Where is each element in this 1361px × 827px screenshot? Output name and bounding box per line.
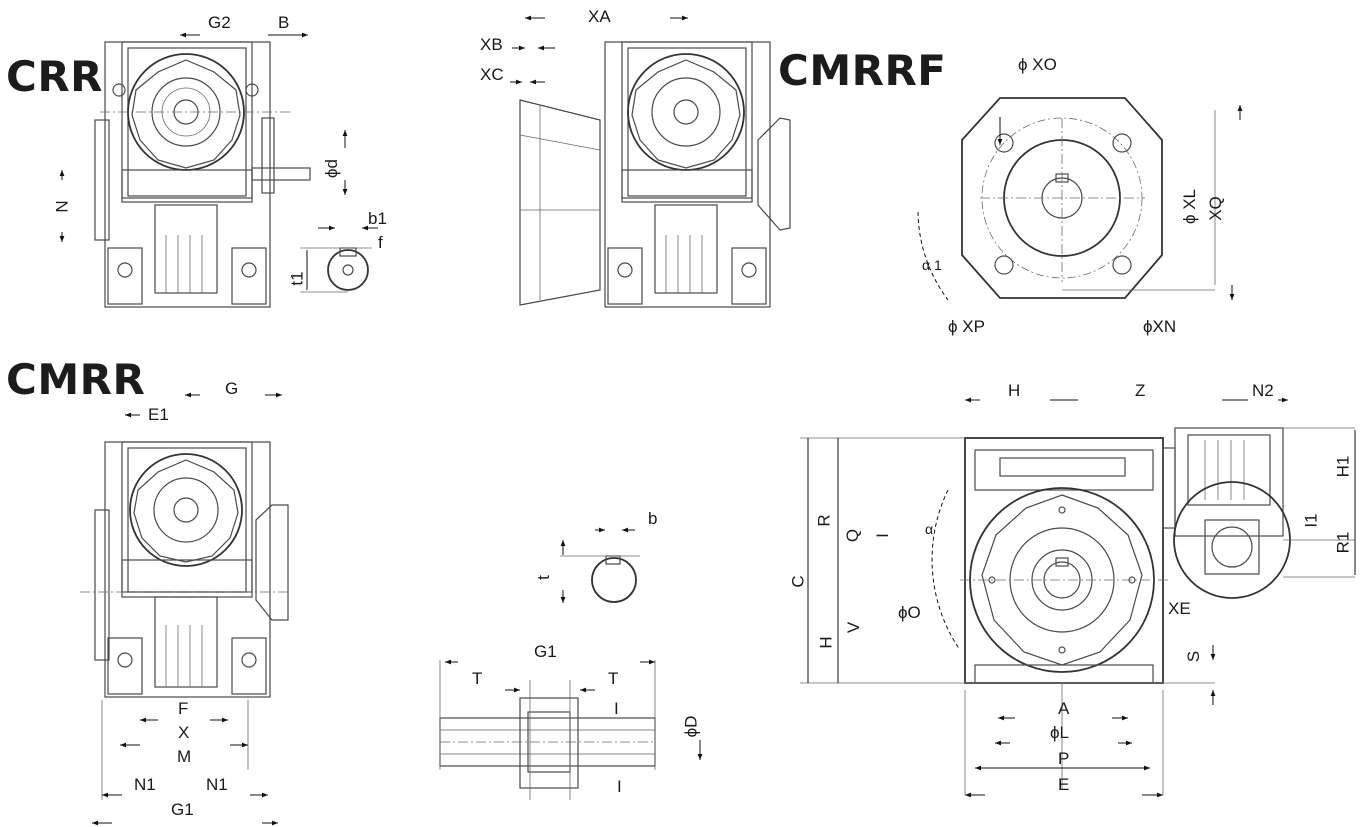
- label-g1-shaft: G1: [534, 642, 557, 661]
- label-a: A: [1058, 699, 1070, 718]
- label-x: X: [178, 723, 190, 742]
- label-b1: b1: [368, 209, 387, 228]
- label-h1: H1: [1333, 455, 1353, 478]
- label-v: V: [844, 621, 864, 634]
- label-xa: XA: [588, 7, 611, 26]
- label-phi-o: ϕO: [898, 603, 921, 622]
- label-s: S: [1184, 650, 1204, 663]
- label-t-right: T: [608, 669, 619, 688]
- label-h-left: H: [816, 636, 836, 649]
- title-crr: CRR: [6, 52, 104, 101]
- label-n: N: [52, 200, 72, 213]
- label-i1: I1: [1301, 513, 1321, 528]
- label-phi-d: ϕd: [321, 159, 341, 178]
- label-f: F: [178, 699, 189, 718]
- label-f: f: [378, 233, 383, 252]
- label-phi-xp: ϕ XP: [948, 317, 985, 336]
- label-phi-d-cap: ϕD: [681, 715, 701, 738]
- title-cmrrf: CMRRF: [778, 46, 947, 95]
- label-q: Q: [843, 528, 863, 543]
- label-t-left: T: [472, 669, 483, 688]
- label-phi-xn: ϕXN: [1143, 317, 1177, 336]
- label-n1-right: N1: [206, 775, 228, 794]
- label-g2: G2: [208, 13, 231, 32]
- assembly-side-view: [800, 427, 1355, 795]
- dimension-arrows: [59, 15, 1356, 826]
- label-i-mid: I: [872, 533, 892, 538]
- cmrrf-side-view: [519, 41, 791, 308]
- label-b-small: b: [648, 509, 658, 528]
- label-r1: R1: [1333, 531, 1353, 554]
- label-n2: N2: [1252, 381, 1274, 400]
- label-c: C: [788, 575, 808, 588]
- label-p: P: [1058, 749, 1070, 768]
- label-z: Z: [1135, 381, 1146, 400]
- label-phi-xl: ϕ XL: [1180, 188, 1200, 225]
- bore-section: [560, 555, 640, 603]
- label-alpha: α: [925, 521, 934, 537]
- label-t1: t1: [287, 271, 307, 286]
- label-xq: XQ: [1205, 196, 1225, 221]
- label-t-small: t: [533, 575, 553, 580]
- label-e1: E1: [148, 405, 169, 424]
- cmrr-gearbox-view: [80, 441, 290, 800]
- label-i-bottom: I: [617, 777, 622, 796]
- label-b: B: [278, 13, 290, 32]
- label-h-top: H: [1008, 381, 1021, 400]
- label-xb: XB: [480, 35, 503, 54]
- label-i-top: I: [614, 699, 619, 718]
- label-xe: XE: [1168, 599, 1191, 618]
- label-g: G: [225, 379, 239, 398]
- label-r: R: [814, 514, 834, 527]
- cmrrf-flange-front-view: [917, 97, 1215, 301]
- label-alpha1: α 1: [922, 257, 942, 273]
- label-phi-l: ϕL: [1050, 723, 1069, 742]
- crr-gearbox-view: [94, 41, 311, 308]
- label-n1-left: N1: [134, 775, 156, 794]
- label-m: M: [177, 747, 192, 766]
- label-phi-xo: ϕ XO: [1018, 55, 1057, 74]
- title-cmrr: CMRR: [6, 355, 146, 404]
- label-g1-bottom: G1: [171, 800, 194, 819]
- hollow-shaft-section: [439, 660, 656, 800]
- label-e: E: [1058, 775, 1070, 794]
- label-xc: XC: [480, 65, 504, 84]
- crr-shaft-section: [300, 247, 372, 293]
